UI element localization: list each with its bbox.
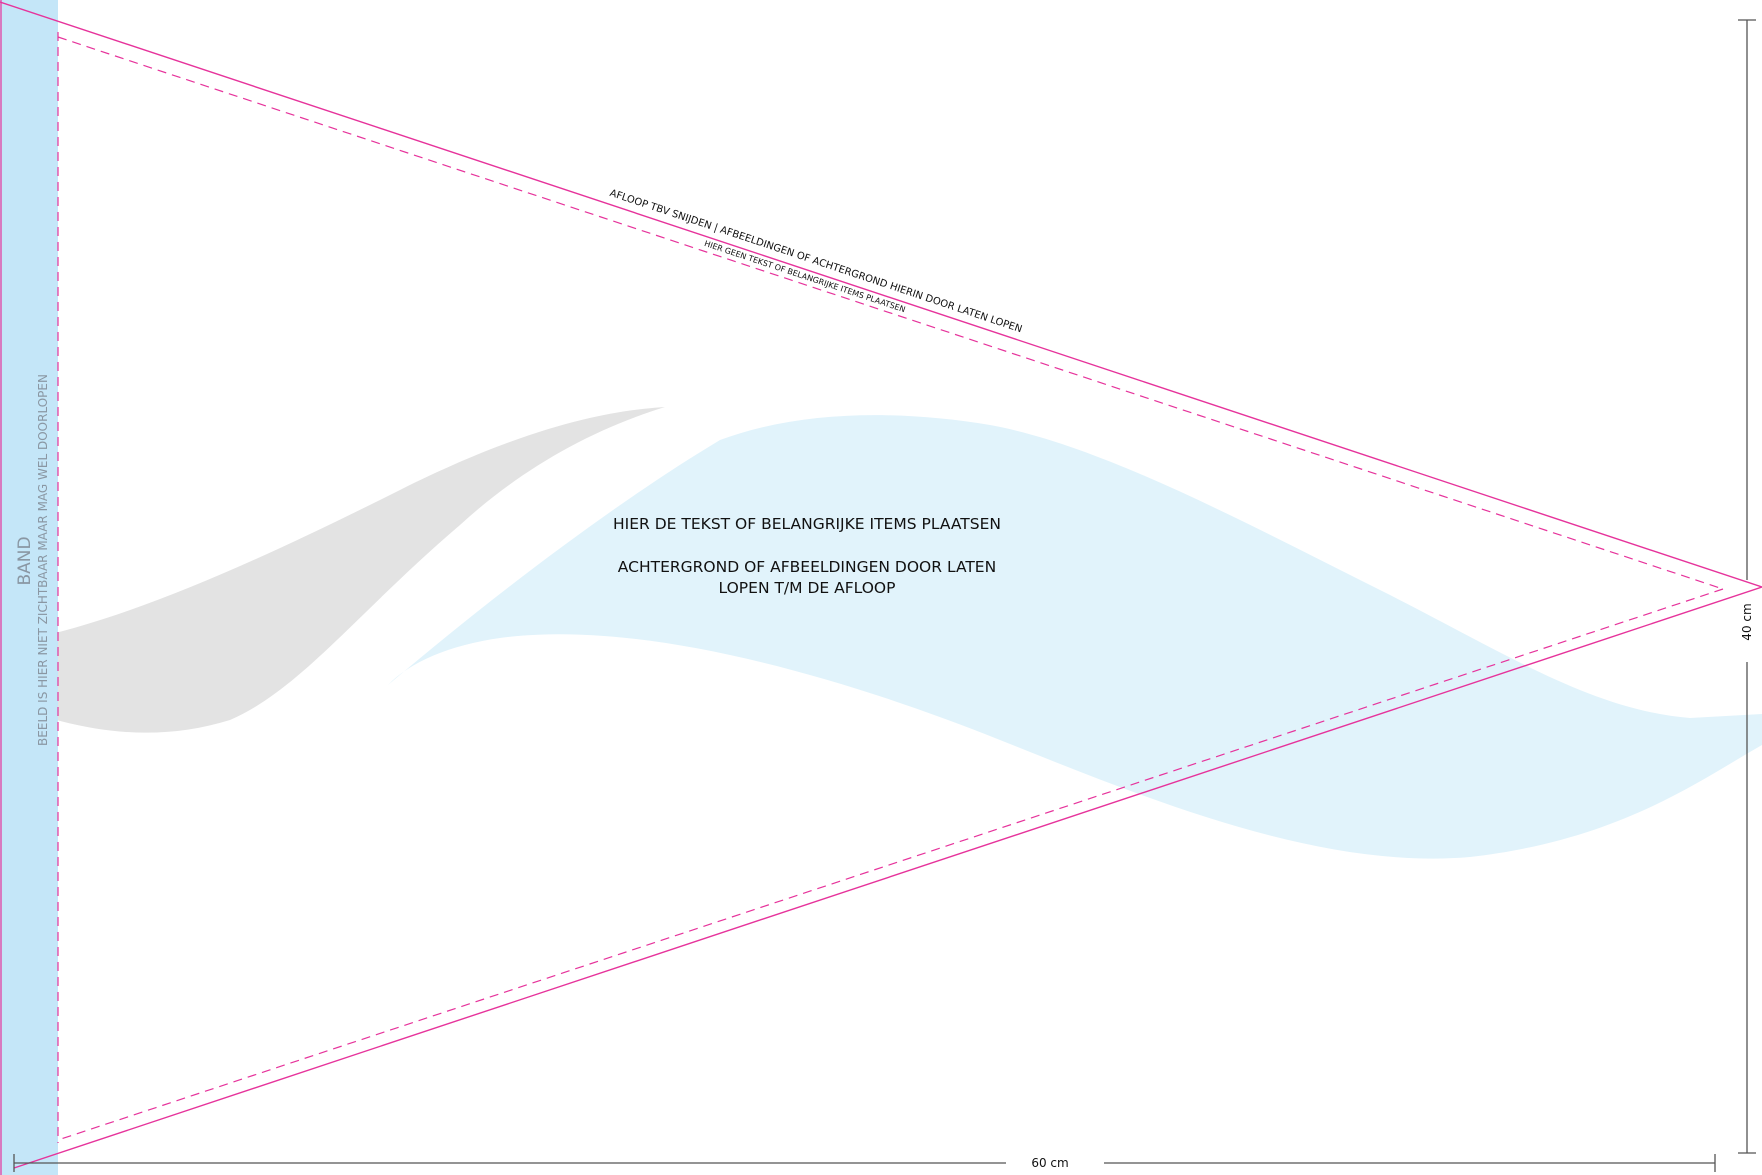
safe-bottom-edge xyxy=(57,588,1724,1141)
band-title: BAND xyxy=(15,536,35,585)
center-text-line-3: LOPEN T/M DE AFLOOP xyxy=(719,579,896,597)
band-note: BEELD IS HIER NIET ZICHTBAAR MAAR MAG WE… xyxy=(36,374,50,746)
trim-top-edge xyxy=(0,1,1762,588)
center-text-line-2: ACHTERGROND OF AFBEELDINGEN DOOR LATEN xyxy=(618,558,996,576)
height-dimension-label: 40 cm xyxy=(1740,603,1754,640)
center-text-line-1: HIER DE TEKST OF BELANGRIJKE ITEMS PLAAT… xyxy=(613,515,1001,533)
width-dimension-label: 60 cm xyxy=(1031,1156,1068,1170)
gray-wave-shape xyxy=(0,407,665,733)
safe-top-edge xyxy=(57,36,1724,590)
band-strip xyxy=(0,0,58,1175)
trim-bottom-edge xyxy=(13,586,1762,1169)
bleed-label: AFLOOP TBV SNIJDEN | AFBEELDINGEN OF ACH… xyxy=(608,188,1023,335)
blue-wave-shape xyxy=(388,415,1762,859)
